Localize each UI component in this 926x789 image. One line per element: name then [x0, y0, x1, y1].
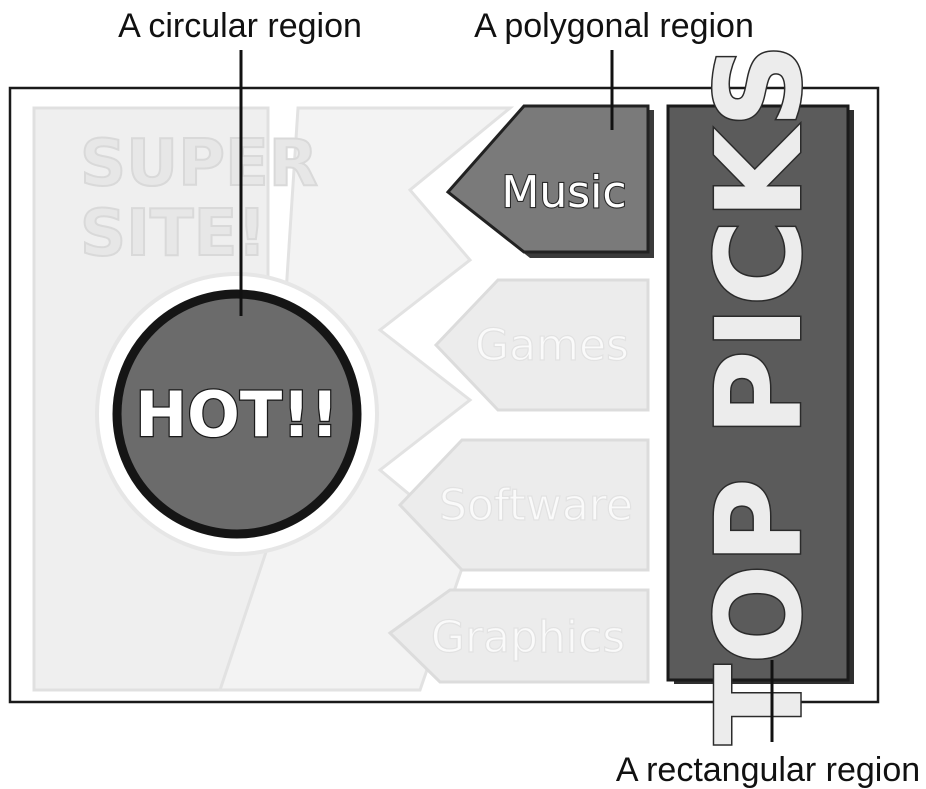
top-picks-label: TOP PICKS — [690, 43, 828, 745]
music-arrow[interactable] — [445, 104, 650, 254]
callout-circular-label: A circular region — [118, 7, 362, 45]
software-arrow[interactable] — [397, 438, 650, 572]
menu-label-software: Software — [439, 480, 633, 531]
hot-label: HOT!! — [135, 378, 338, 451]
callout-rectangular-label: A rectangular region — [616, 751, 920, 789]
callout-polygonal-label: A polygonal region — [474, 7, 754, 45]
faded-logo-line2: SITE! — [80, 197, 266, 271]
menu-label-games: Games — [475, 320, 629, 371]
games-arrow[interactable] — [433, 278, 650, 412]
hot-circle[interactable] — [112, 289, 362, 539]
menu-label-graphics: Graphics — [431, 612, 625, 663]
faded-logo-line1: SUPER — [80, 127, 318, 201]
graphics-arrow[interactable] — [387, 588, 650, 684]
top-picks-rect[interactable] — [666, 104, 850, 682]
image-map: SUPER SITE! Music Games Software Graphic… — [8, 42, 880, 746]
menu-label-music: Music — [501, 167, 626, 218]
